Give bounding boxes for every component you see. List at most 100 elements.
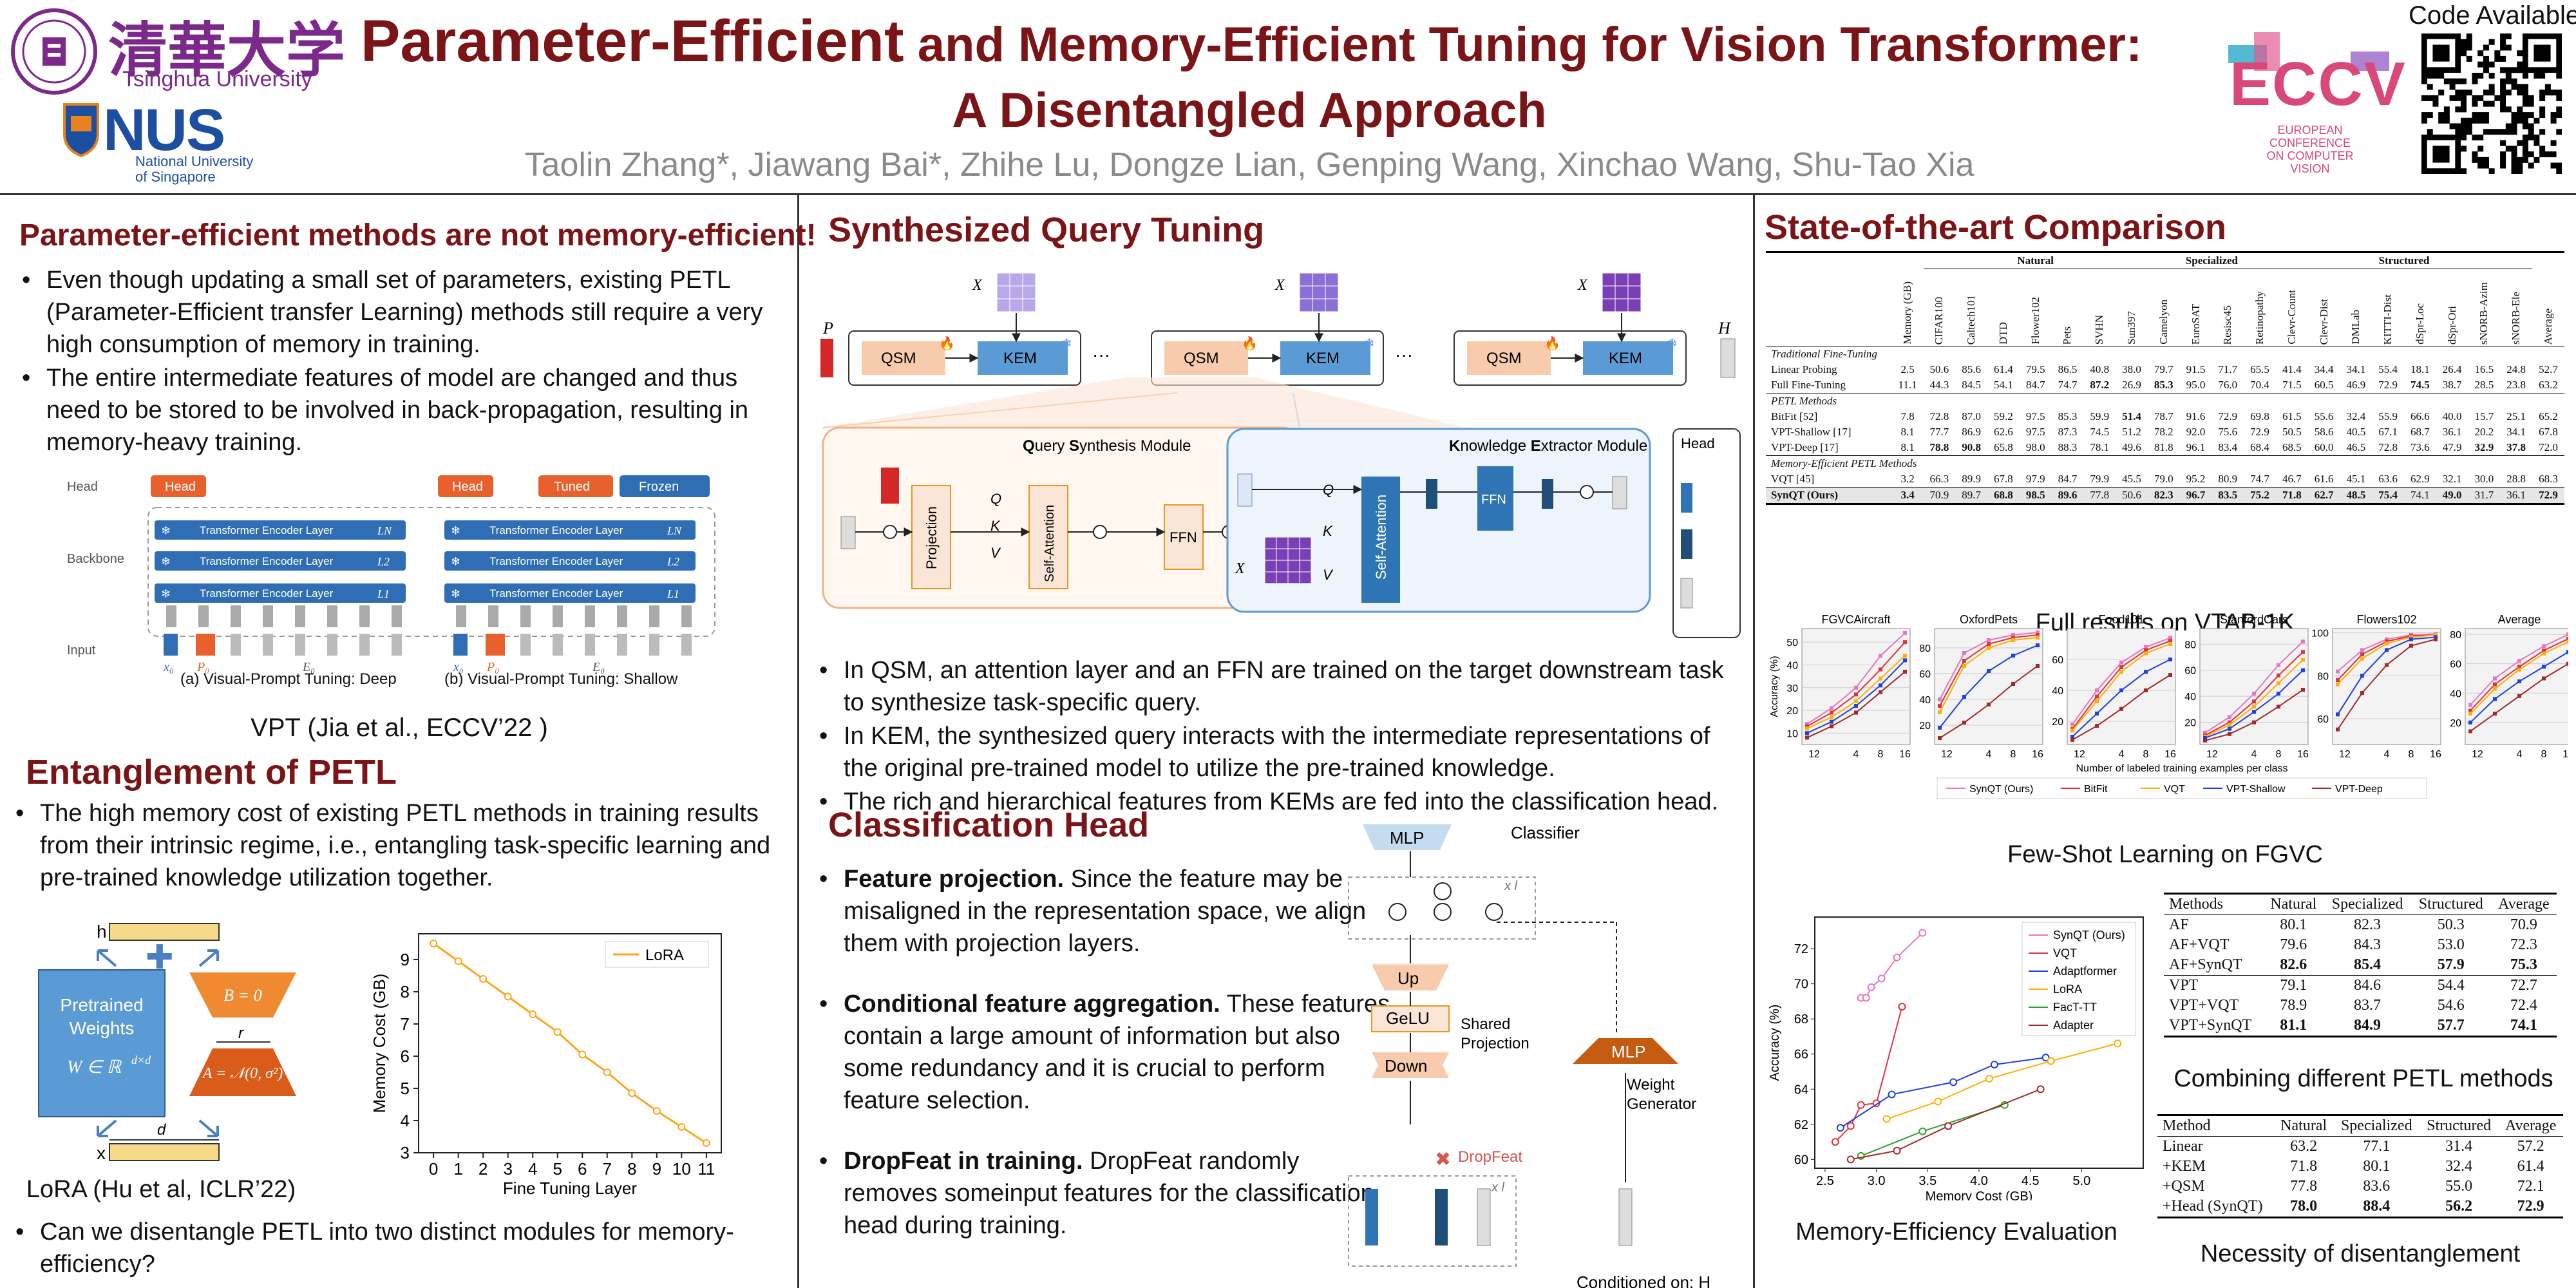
qsm-v: V (990, 545, 1001, 561)
fgvc-ytick: 50 (1786, 638, 1798, 649)
fgvc-xtick: 16 (2430, 749, 2441, 760)
fgvc-ytick: 20 (2052, 717, 2063, 728)
fgvc-point (2542, 665, 2546, 669)
fire-icon: 🔥 (1242, 336, 1258, 351)
fgvc-point (2277, 673, 2280, 677)
mem-legend: SynQT (Ours) (2053, 929, 2125, 942)
lora-b: B = 0 (223, 986, 261, 1005)
lora-xtick: 7 (603, 1159, 612, 1179)
fgvc-ytick: 60 (2184, 666, 2196, 677)
column-divider-1 (797, 195, 799, 1288)
vpt-legend-tuned: Tuned (554, 480, 590, 494)
kem-module: Knowledge Extractor Module X Self-Attent… (1226, 428, 1651, 613)
fgvc-xtick: 12 (2339, 749, 2351, 760)
lora-ytick: 9 (401, 950, 410, 969)
lora-xtick: 3 (503, 1159, 512, 1179)
lora-r: r (238, 1025, 244, 1042)
cls-bullet-1: Feature projection. Since the feature ma… (813, 863, 1392, 960)
fgvc-ytick: 40 (2052, 686, 2063, 697)
fgvc-panel-title: FGVCAircraft (1821, 613, 1890, 626)
pipe-kem: KEM (1003, 350, 1037, 367)
mem-ytick: 70 (1794, 978, 1808, 992)
fgvc-point (2168, 636, 2172, 640)
kem-v: V (1323, 567, 1334, 583)
fgvc-point (2203, 730, 2207, 735)
fgvc-ytick: 100 (2311, 629, 2329, 639)
qr-code-icon[interactable] (2421, 33, 2562, 175)
fgvc-legend: VPT-Shallow (2226, 784, 2286, 795)
fgvc-point (2119, 665, 2123, 669)
cls-xl-1: x l (1504, 879, 1518, 893)
fgvc-xtick: 16 (2032, 749, 2043, 760)
mem-point (1990, 1061, 1998, 1069)
sec-synqt-title: Synthesized Query Tuning (828, 211, 1265, 249)
fgvc-point (2468, 712, 2472, 716)
fgvc-point (2144, 651, 2148, 656)
qsm-projection: Projection (923, 506, 940, 569)
vpt-caption-b: (b) Visual-Prompt Tuning: Shallow (444, 670, 678, 688)
fgvc-point (1962, 695, 1966, 699)
lora-xtick: 2 (478, 1159, 488, 1179)
fgvc-point (2385, 639, 2389, 643)
fgvc-point (1962, 664, 1966, 668)
fgvc-point (2168, 673, 2172, 677)
fgvc-point (2566, 636, 2568, 641)
lora-xtick: 11 (697, 1159, 715, 1179)
fgvc-xtick: 4 (2119, 749, 2125, 760)
fgvc-point (2566, 661, 2568, 666)
mem-point (1918, 929, 1927, 937)
fgvc-point (2468, 708, 2472, 713)
fgvc-point (2119, 706, 2123, 711)
fgvc-point (1805, 722, 1809, 726)
nus-shield-icon (62, 102, 100, 158)
mem-point (2047, 1057, 2055, 1065)
cls-dropfeat: DropFeat (1458, 1148, 1522, 1166)
fgvc-xtick: 8 (2409, 749, 2414, 760)
fgvc-point (1938, 697, 1942, 701)
mem-ytick: 66 (1794, 1048, 1808, 1062)
fgvc-point (1830, 715, 1833, 719)
vpt-layer-label: Transformer Encoder Layer (200, 555, 334, 567)
pipe-qsm: QSM (1184, 350, 1219, 367)
authors: Taolin Zhang*, Jiawang Bai*, Zhihe Lu, D… (524, 146, 1975, 184)
tsinghua-logo (9, 6, 99, 97)
lora-xtick: 0 (429, 1159, 438, 1179)
vpt-row-backbone: Backbone (67, 552, 124, 566)
fgvc-point (2011, 638, 2015, 642)
vpt-row-input: Input (67, 643, 96, 658)
fgvc-ytick: 80 (1919, 643, 1931, 654)
vpt-layer (155, 551, 406, 571)
cls-bullets: Feature projection. Since the feature ma… (813, 863, 1392, 1243)
fgvc-point (2385, 641, 2389, 646)
lora-h: h (97, 922, 107, 942)
fgvc-point (2493, 712, 2497, 716)
pipe-xi: X (1274, 277, 1285, 294)
vtab-row-name: BitFit [52] (1771, 410, 1818, 422)
pipe-ellipsis: ··· (1092, 345, 1110, 365)
vpt-layer-index: L1 (377, 587, 390, 600)
fgvc-point (2228, 720, 2231, 724)
mem-point (1831, 1138, 1839, 1146)
vpt-legend-frozen: Frozen (639, 480, 679, 494)
mem-legend: LoRA (2053, 983, 2082, 996)
mem-point (1846, 1155, 1855, 1164)
lora-point (454, 957, 462, 965)
vtab-row-name: VPT-Shallow [17] (1771, 426, 1852, 438)
fgvc-point (2277, 692, 2280, 696)
fgvc-ylabel: Accuracy (%) (1769, 656, 1780, 717)
synqt-architecture: P QSM🔥KEM❄X···QSM🔥KEM❄X···QSM🔥KEM❄X H Qu… (820, 272, 1736, 609)
mem-ytick: 68 (1794, 1012, 1808, 1027)
fgvc-point (2542, 649, 2546, 653)
cls-weight-mlp: MLP (1611, 1042, 1645, 1061)
fgvc-point (2566, 650, 2568, 654)
qsm-q: Q (990, 491, 1001, 507)
fgvc-point (1854, 692, 1858, 697)
mem-point (1893, 1146, 1901, 1155)
lora-point (628, 1089, 636, 1097)
fgvc-point (2095, 688, 2099, 692)
sec1-bullet-1: Even though updating a small set of para… (15, 264, 782, 361)
fgvc-point (2228, 732, 2231, 736)
cls-generator: Generator (1627, 1095, 1696, 1113)
vpt-layer-index: L2 (377, 555, 390, 568)
